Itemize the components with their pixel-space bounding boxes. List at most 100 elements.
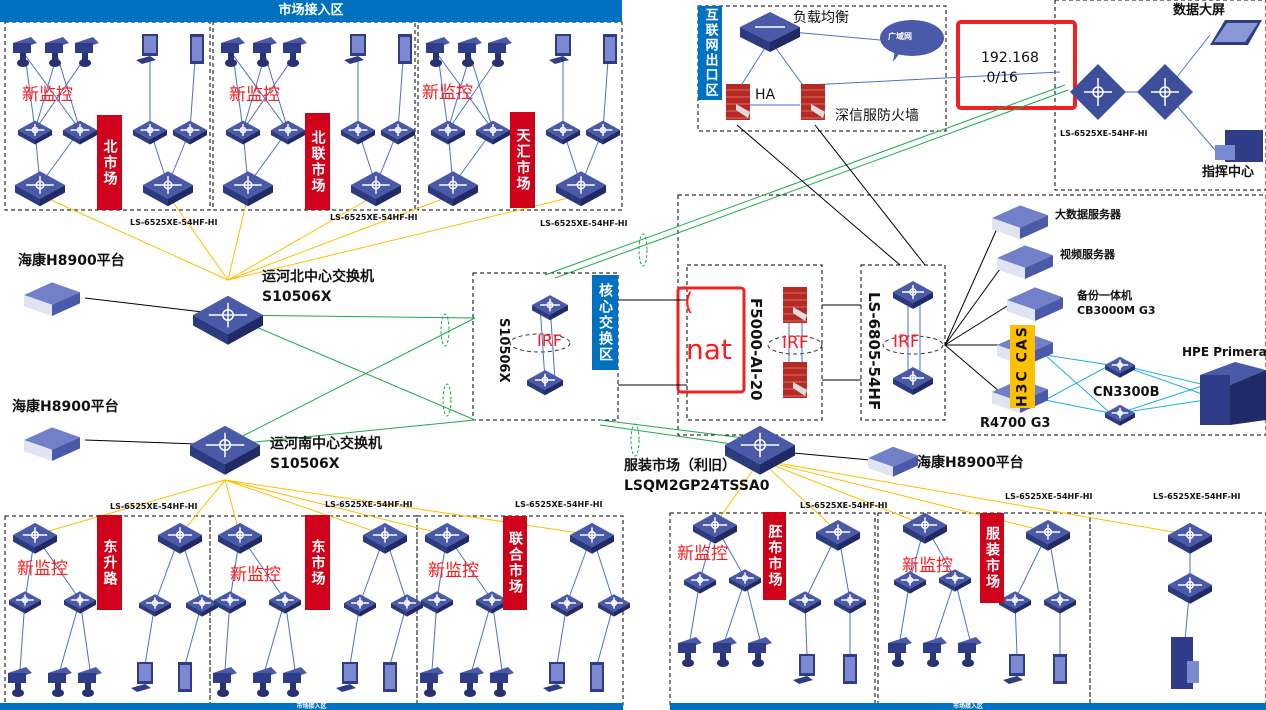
link-line [242,54,296,131]
link-line [554,89,1069,279]
firewall-model: F5000-AI-20 [747,298,765,401]
camera-icon [75,37,99,67]
monitor-label: 新监控 [428,561,479,581]
monitor-icon [136,34,158,64]
switch-icon [158,522,202,554]
monitor-label: 新监控 [902,556,953,576]
link-line [224,479,448,536]
switch-icon [1070,64,1126,120]
model-label: LS-6525XE-54HF-HI [1153,492,1241,501]
monitor-label: 新监控 [22,85,73,105]
firewall-icon [726,84,750,120]
link-line [1119,399,1206,414]
camera-icon [748,637,772,667]
camera-icon [213,667,237,697]
zone-tag: 胚布市场 [763,512,786,600]
link-line [736,124,901,266]
pc-tower-icon [1171,637,1199,689]
camera-icon [48,667,72,697]
link-line [227,314,476,421]
link-line [437,54,449,131]
link-line [714,459,761,526]
nat-annotation: nat [686,333,732,366]
screen-label: 数据大屏 [1173,3,1226,18]
switch-icon [894,571,926,594]
switch-icon [684,571,716,594]
irf-ellipse [509,333,571,353]
switch-icon [789,591,821,614]
switch-icon [193,295,263,345]
link-line [167,194,229,281]
bottom-left-banner: 市场接入区 [0,703,623,710]
switch-icon [214,591,246,614]
link-line [227,194,454,281]
link-line [264,54,289,131]
switch-icon [1105,404,1135,426]
core-zone-model: S10506X [496,318,511,383]
link-line [944,261,1006,346]
camera-icon [78,667,102,697]
switch-icon [999,591,1031,614]
switch-icon [725,425,795,475]
server-icon [868,446,918,477]
platform-label: 海康H8900平台 [18,253,125,269]
cloud-icon [880,20,944,62]
camera-icon [13,37,37,67]
link-line [1044,364,1111,401]
load-balancer-icon [740,12,800,52]
monitor-icon [549,34,571,64]
garment-switch-name: 服装市场（利旧） [624,458,736,474]
datacenter-zone-border [677,194,1266,436]
switch-icon [556,171,606,207]
switch-icon [816,519,860,551]
tablet-icon [178,662,192,692]
monitor-icon [344,34,366,64]
zone-tag: 服装市场 [980,513,1004,603]
camera-icon [713,637,737,667]
server-icon [24,427,80,461]
switch-icon [903,512,947,544]
firewall-icon [783,362,807,398]
storage-array-icon [1200,362,1266,425]
link-line [34,54,88,131]
core-north-model: S10506X [262,289,332,305]
firewall-icon [783,287,807,323]
switch-icon [15,171,65,207]
server-icon [992,205,1048,239]
tablet-icon [603,34,617,64]
switch-icon [431,120,465,145]
link-line [544,84,1066,276]
server-label: 大数据服务器 [1055,208,1121,221]
switch-icon [344,594,376,617]
server-icon [24,282,80,316]
link-aggregation-mark [630,423,640,457]
zone-tag: 东升路 [97,515,122,610]
core-zone-border [472,272,619,421]
link-line [469,54,494,131]
link-line [227,194,249,281]
link-line [56,54,81,131]
internet-zone-tag: 互联网出口区 [698,6,722,100]
camera-icon [426,37,450,67]
camera-icon [253,37,277,67]
camera-icon [8,667,32,697]
link-line [539,304,546,381]
tablet-icon [398,34,412,64]
model-label: LS-6525XE-54HF-HI [110,502,198,511]
switch-icon [1168,572,1212,604]
irf-label: IRF [893,332,920,352]
switch-icon [381,120,415,145]
link-line [224,419,476,446]
command-console-icon [1215,130,1263,162]
switch-icon [834,591,866,614]
switch-icon [218,522,262,554]
switch-icon [425,522,469,554]
subnet-line2: .0/16 [982,70,1018,86]
switch-icon [729,569,761,592]
link-line [189,59,196,131]
link-line [34,54,58,131]
switch-icon [546,120,580,145]
core-south-name: 运河南中心交换机 [270,436,382,452]
